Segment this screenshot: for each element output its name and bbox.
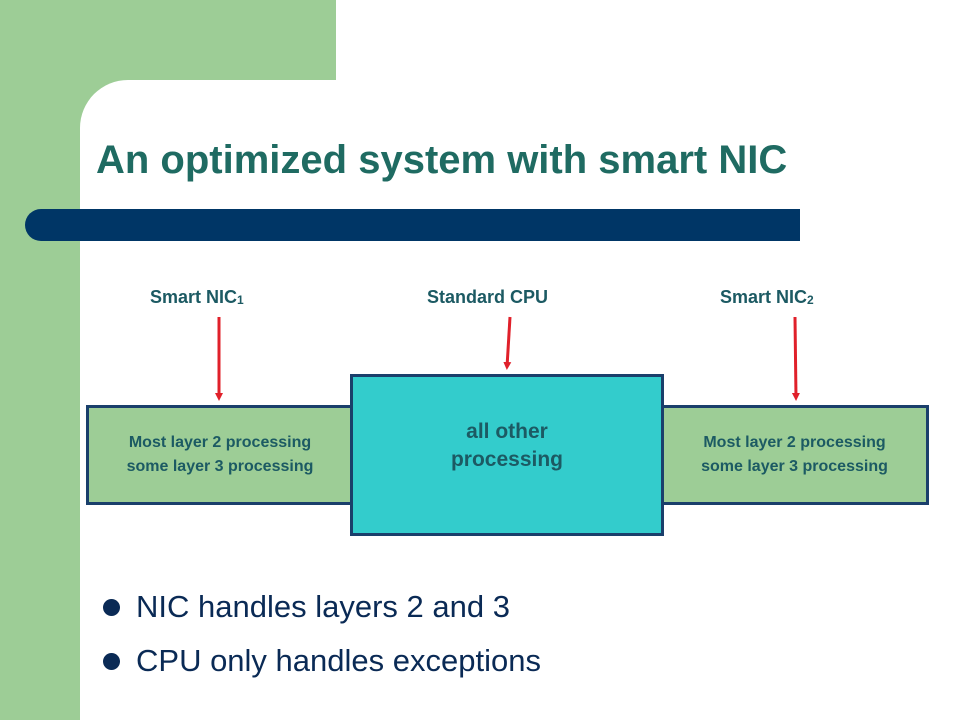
smart-nic-1-line-1: Most layer 2 processing <box>128 434 312 451</box>
cpu-box-line-1: all other <box>466 420 548 443</box>
smart-nic-1-box: Most layer 2 processing some layer 3 pro… <box>86 405 354 505</box>
smart-nic-2-line-2: some layer 3 processing <box>701 458 888 475</box>
label-smart-nic-2-text: Smart NIC <box>720 287 808 307</box>
bullet-item: CPU only handles exceptions <box>103 634 541 688</box>
smart-nic-2-line-1: Most layer 2 processing <box>703 434 886 451</box>
bullet-list: NIC handles layers 2 and 3 CPU only hand… <box>103 580 541 688</box>
slide-title: An optimized system with smart NIC <box>96 138 788 182</box>
bullet-item: NIC handles layers 2 and 3 <box>103 580 541 634</box>
label-smart-nic-1-text: Smart NIC <box>150 287 238 307</box>
bullet-dot-icon <box>103 599 120 616</box>
smart-nic-1-line-2: some layer 3 processing <box>126 458 314 475</box>
label-smart-nic-1: Smart NIC1 <box>150 287 244 308</box>
title-underline-bar <box>25 209 800 241</box>
bullet-text: CPU only handles exceptions <box>136 643 541 678</box>
bullet-dot-icon <box>103 653 120 670</box>
label-smart-nic-2: Smart NIC2 <box>720 287 814 308</box>
cpu-box-line-2: processing <box>450 448 564 471</box>
smart-nic-2-box: Most layer 2 processing some layer 3 pro… <box>660 405 929 505</box>
label-smart-nic-1-subscript: 1 <box>237 293 244 307</box>
label-smart-nic-2-subscript: 2 <box>807 293 814 307</box>
standard-cpu-box: all other processing <box>350 374 664 536</box>
label-standard-cpu: Standard CPU <box>427 287 549 307</box>
bullet-text: NIC handles layers 2 and 3 <box>136 589 510 624</box>
